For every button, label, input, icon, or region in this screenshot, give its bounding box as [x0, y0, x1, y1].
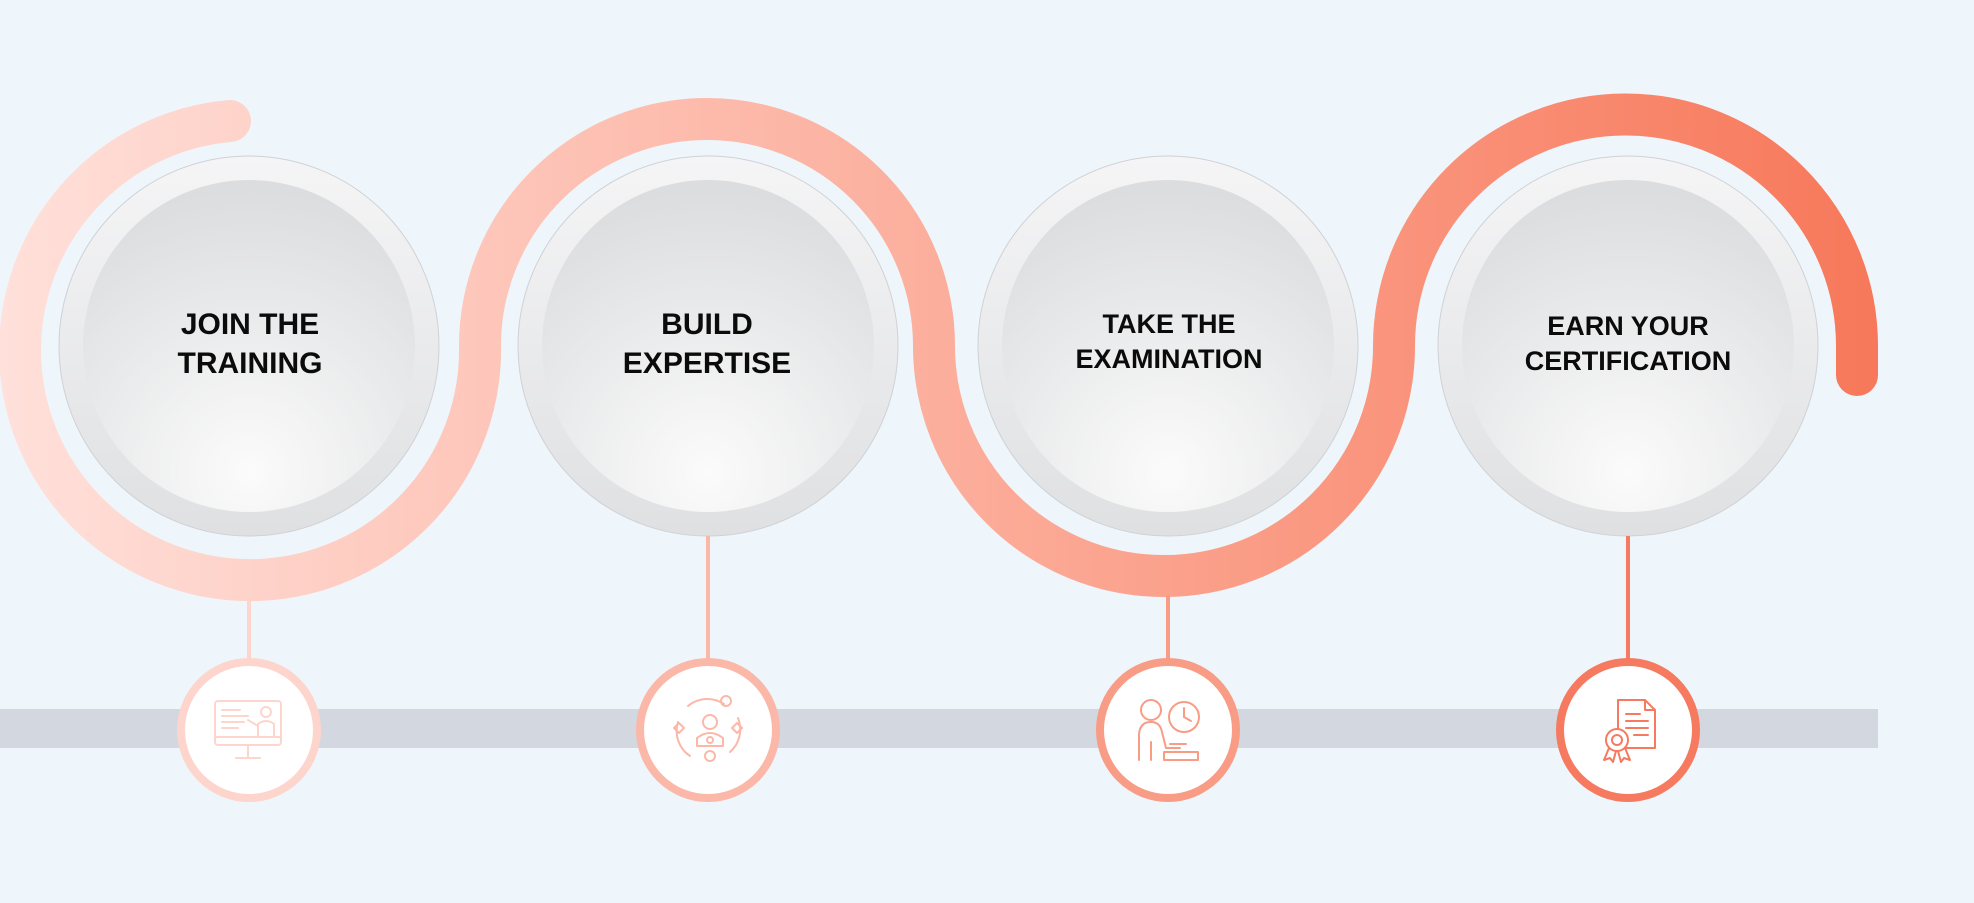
expertise-network-icon: [673, 695, 743, 762]
certificate-award-icon: [1603, 699, 1656, 763]
step-title-join-training: JOIN THE TRAINING: [177, 308, 323, 380]
spiral-ribbon: [0, 93, 1878, 602]
step-disc-1: [58, 155, 440, 537]
step-disc-3: [977, 155, 1359, 537]
icon-ring-4: [1556, 658, 1700, 802]
step-title-earn-certification: EARN YOUR CERTIFICATION: [1524, 311, 1732, 377]
icon-ring-1: [177, 658, 321, 802]
step-disc-2: [517, 155, 899, 537]
training-presentation-icon: [214, 700, 282, 759]
step-title-build-expertise: BUILD EXPERTISE: [622, 308, 792, 380]
icon-ring-2: [636, 658, 780, 802]
icon-ring-3: [1096, 658, 1240, 802]
step-disc-4: [1437, 155, 1819, 537]
examination-timer-icon: [1138, 699, 1200, 761]
step-title-take-examination: TAKE THE EXAMINATION: [1075, 309, 1263, 375]
